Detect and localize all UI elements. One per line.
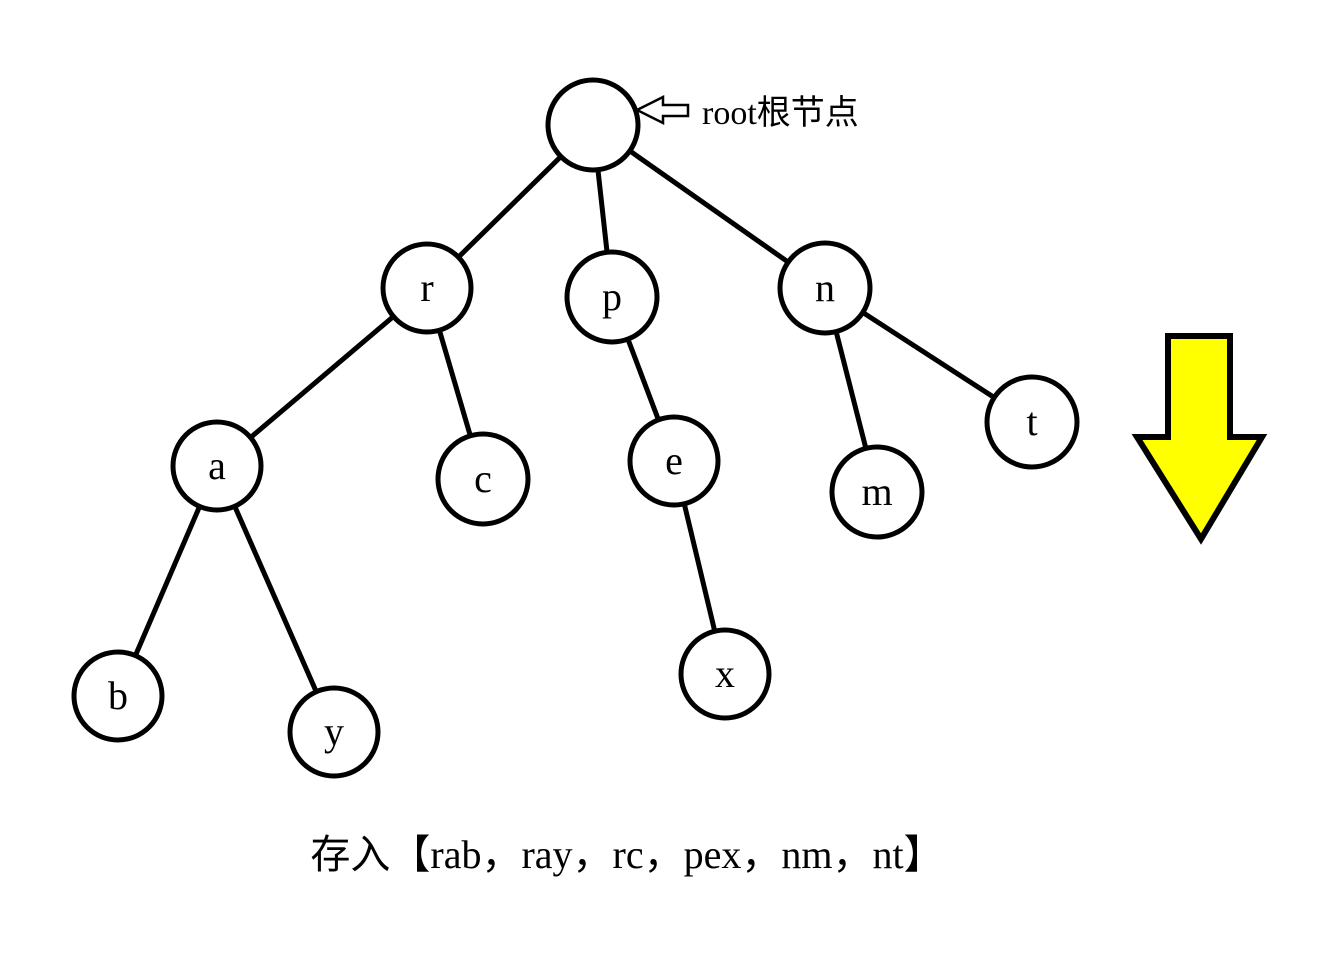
node-label-b: b xyxy=(108,673,128,718)
node-circle-c xyxy=(435,431,531,527)
node-circle-b xyxy=(71,649,165,743)
node-e: e xyxy=(627,414,721,508)
node-a: a xyxy=(170,419,264,513)
node-label-y: y xyxy=(324,709,344,754)
node-label-m: m xyxy=(861,469,892,514)
root-annotation-label: root根节点 xyxy=(702,94,859,132)
node-root xyxy=(545,77,641,173)
node-circle-a xyxy=(170,419,264,513)
node-circle-r xyxy=(380,241,474,335)
node-circle-t xyxy=(984,374,1080,470)
node-circle-p xyxy=(564,249,660,345)
node-circle-y xyxy=(287,685,381,779)
node-y: y xyxy=(287,685,381,779)
node-label-r: r xyxy=(420,265,433,310)
node-label-x: x xyxy=(715,651,735,696)
node-circle-m xyxy=(829,444,925,540)
node-label-p: p xyxy=(602,274,622,319)
node-r: r xyxy=(380,241,474,335)
node-label-a: a xyxy=(208,443,226,488)
node-b: b xyxy=(71,649,165,743)
node-label-t: t xyxy=(1026,399,1037,444)
node-c: c xyxy=(435,431,531,527)
node-circle-x xyxy=(678,627,772,721)
node-x: x xyxy=(678,627,772,721)
nodes-layer: r p n a c e m t b y x xyxy=(71,77,1080,779)
edges-layer xyxy=(115,122,1034,734)
node-label-c: c xyxy=(474,456,492,501)
node-circle-root xyxy=(545,77,641,173)
node-n: n xyxy=(777,240,873,336)
node-t: t xyxy=(984,374,1080,470)
node-label-e: e xyxy=(665,438,683,483)
node-p: p xyxy=(564,249,660,345)
down-arrow-icon xyxy=(1131,333,1268,545)
node-label-n: n xyxy=(815,265,835,310)
edge-a-y xyxy=(214,464,337,734)
root-pointer-arrow-icon xyxy=(634,94,690,126)
node-circle-n xyxy=(777,240,873,336)
node-circle-e xyxy=(627,414,721,508)
caption: 存入【rab，ray，rc，pex，nm，nt】 xyxy=(310,832,943,877)
node-m: m xyxy=(829,444,925,540)
